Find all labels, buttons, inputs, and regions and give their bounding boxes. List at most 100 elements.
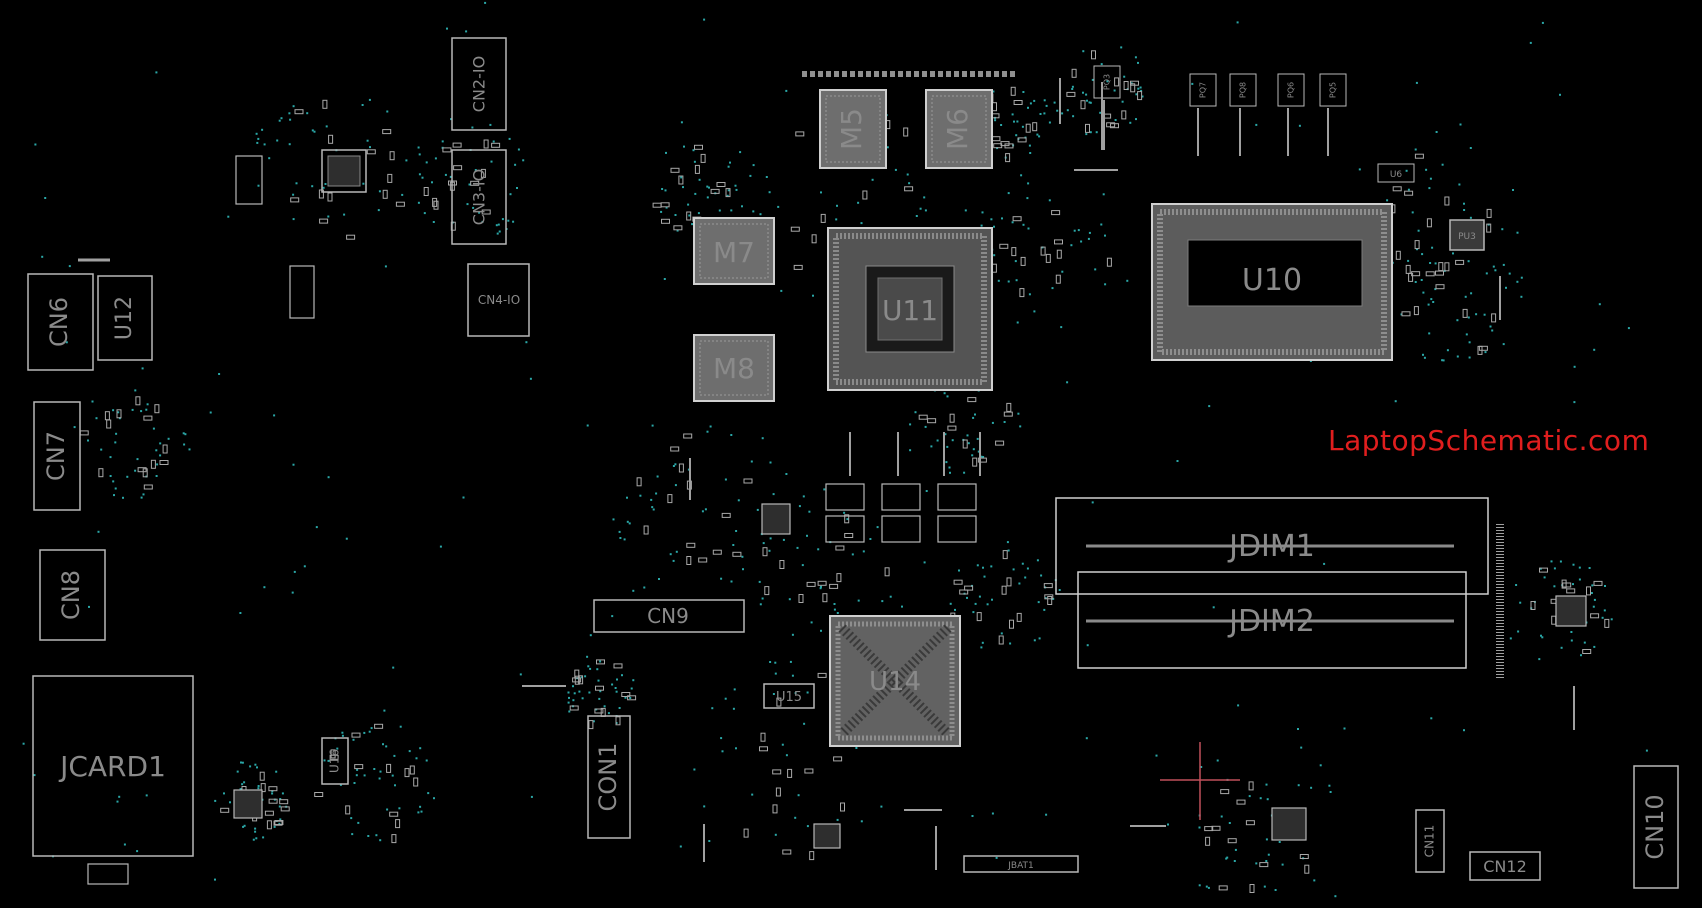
via [769,461,772,464]
via [758,580,761,583]
via [1358,168,1361,171]
smd-pad [1408,272,1414,282]
via [1298,124,1301,127]
via [1066,381,1069,384]
via [612,518,615,521]
via [1082,91,1084,94]
via [1265,838,1268,841]
via [1099,111,1102,114]
via [1233,860,1236,862]
connector-cn8: CN8 [39,549,106,641]
via [708,840,711,842]
smd-pad [594,708,604,714]
via [1027,182,1030,185]
via [427,792,430,795]
via [592,720,595,723]
via [1006,541,1009,544]
via [808,510,811,513]
via [701,510,704,513]
via [140,410,143,413]
via [418,173,421,176]
via [982,566,984,569]
m8-label: M8 [713,352,755,385]
via [823,488,826,491]
via [240,761,242,764]
via [679,845,682,848]
via [1135,118,1137,121]
via [115,432,118,435]
via [327,759,330,762]
smd-pad [959,589,969,595]
via [441,140,444,143]
via [734,184,737,187]
via [607,712,610,715]
via [797,794,800,797]
smd-pad [1211,825,1221,831]
via [1016,321,1019,324]
connector-cn2-io: CN2-IO [451,37,507,131]
via [774,833,777,836]
smd-pad [775,787,781,797]
via [1588,567,1591,569]
via [777,205,780,208]
via [737,499,740,502]
via [280,117,283,120]
smd-pad [1444,262,1450,272]
via [227,215,230,218]
via [1560,646,1563,649]
via [597,679,600,682]
via [1475,313,1478,316]
via [1028,144,1031,147]
via [1000,632,1003,635]
via [759,213,762,216]
via [145,408,148,411]
via [630,687,633,690]
via [675,550,678,553]
via [254,763,257,766]
smd-pad [1530,601,1536,610]
smd-pad [683,433,693,439]
via [1095,131,1098,134]
smd-pad [389,151,395,161]
smd-pad [1032,122,1038,132]
via [519,673,522,676]
via [530,795,533,798]
via [680,121,683,124]
via [769,537,772,540]
via [923,561,926,564]
via [249,765,252,768]
via [1043,99,1046,102]
via [756,508,759,511]
via [254,827,257,830]
smd-pad [1218,885,1228,891]
smd-pad [354,764,364,770]
connector-cn6: CN6 [27,273,94,371]
u12-label: U12 [112,296,137,340]
smd-pad [787,768,793,778]
via [257,787,260,790]
via [241,783,244,786]
via [1583,641,1586,644]
via [446,27,448,30]
via [1494,269,1497,272]
via [980,455,983,458]
via [698,178,701,181]
smd-pad [862,190,868,200]
via [466,203,469,206]
via [356,768,359,771]
jdim2-label: JDIM2 [1227,604,1315,639]
via [1045,104,1048,107]
via [425,759,428,762]
via [501,218,504,221]
via [306,112,309,115]
smd-pad [1106,257,1112,267]
via [1121,100,1124,103]
via [761,597,764,600]
via [621,674,623,677]
via [1033,639,1036,642]
via [462,496,465,499]
via [159,454,162,457]
via [373,768,376,770]
smd-pad [999,243,1009,249]
